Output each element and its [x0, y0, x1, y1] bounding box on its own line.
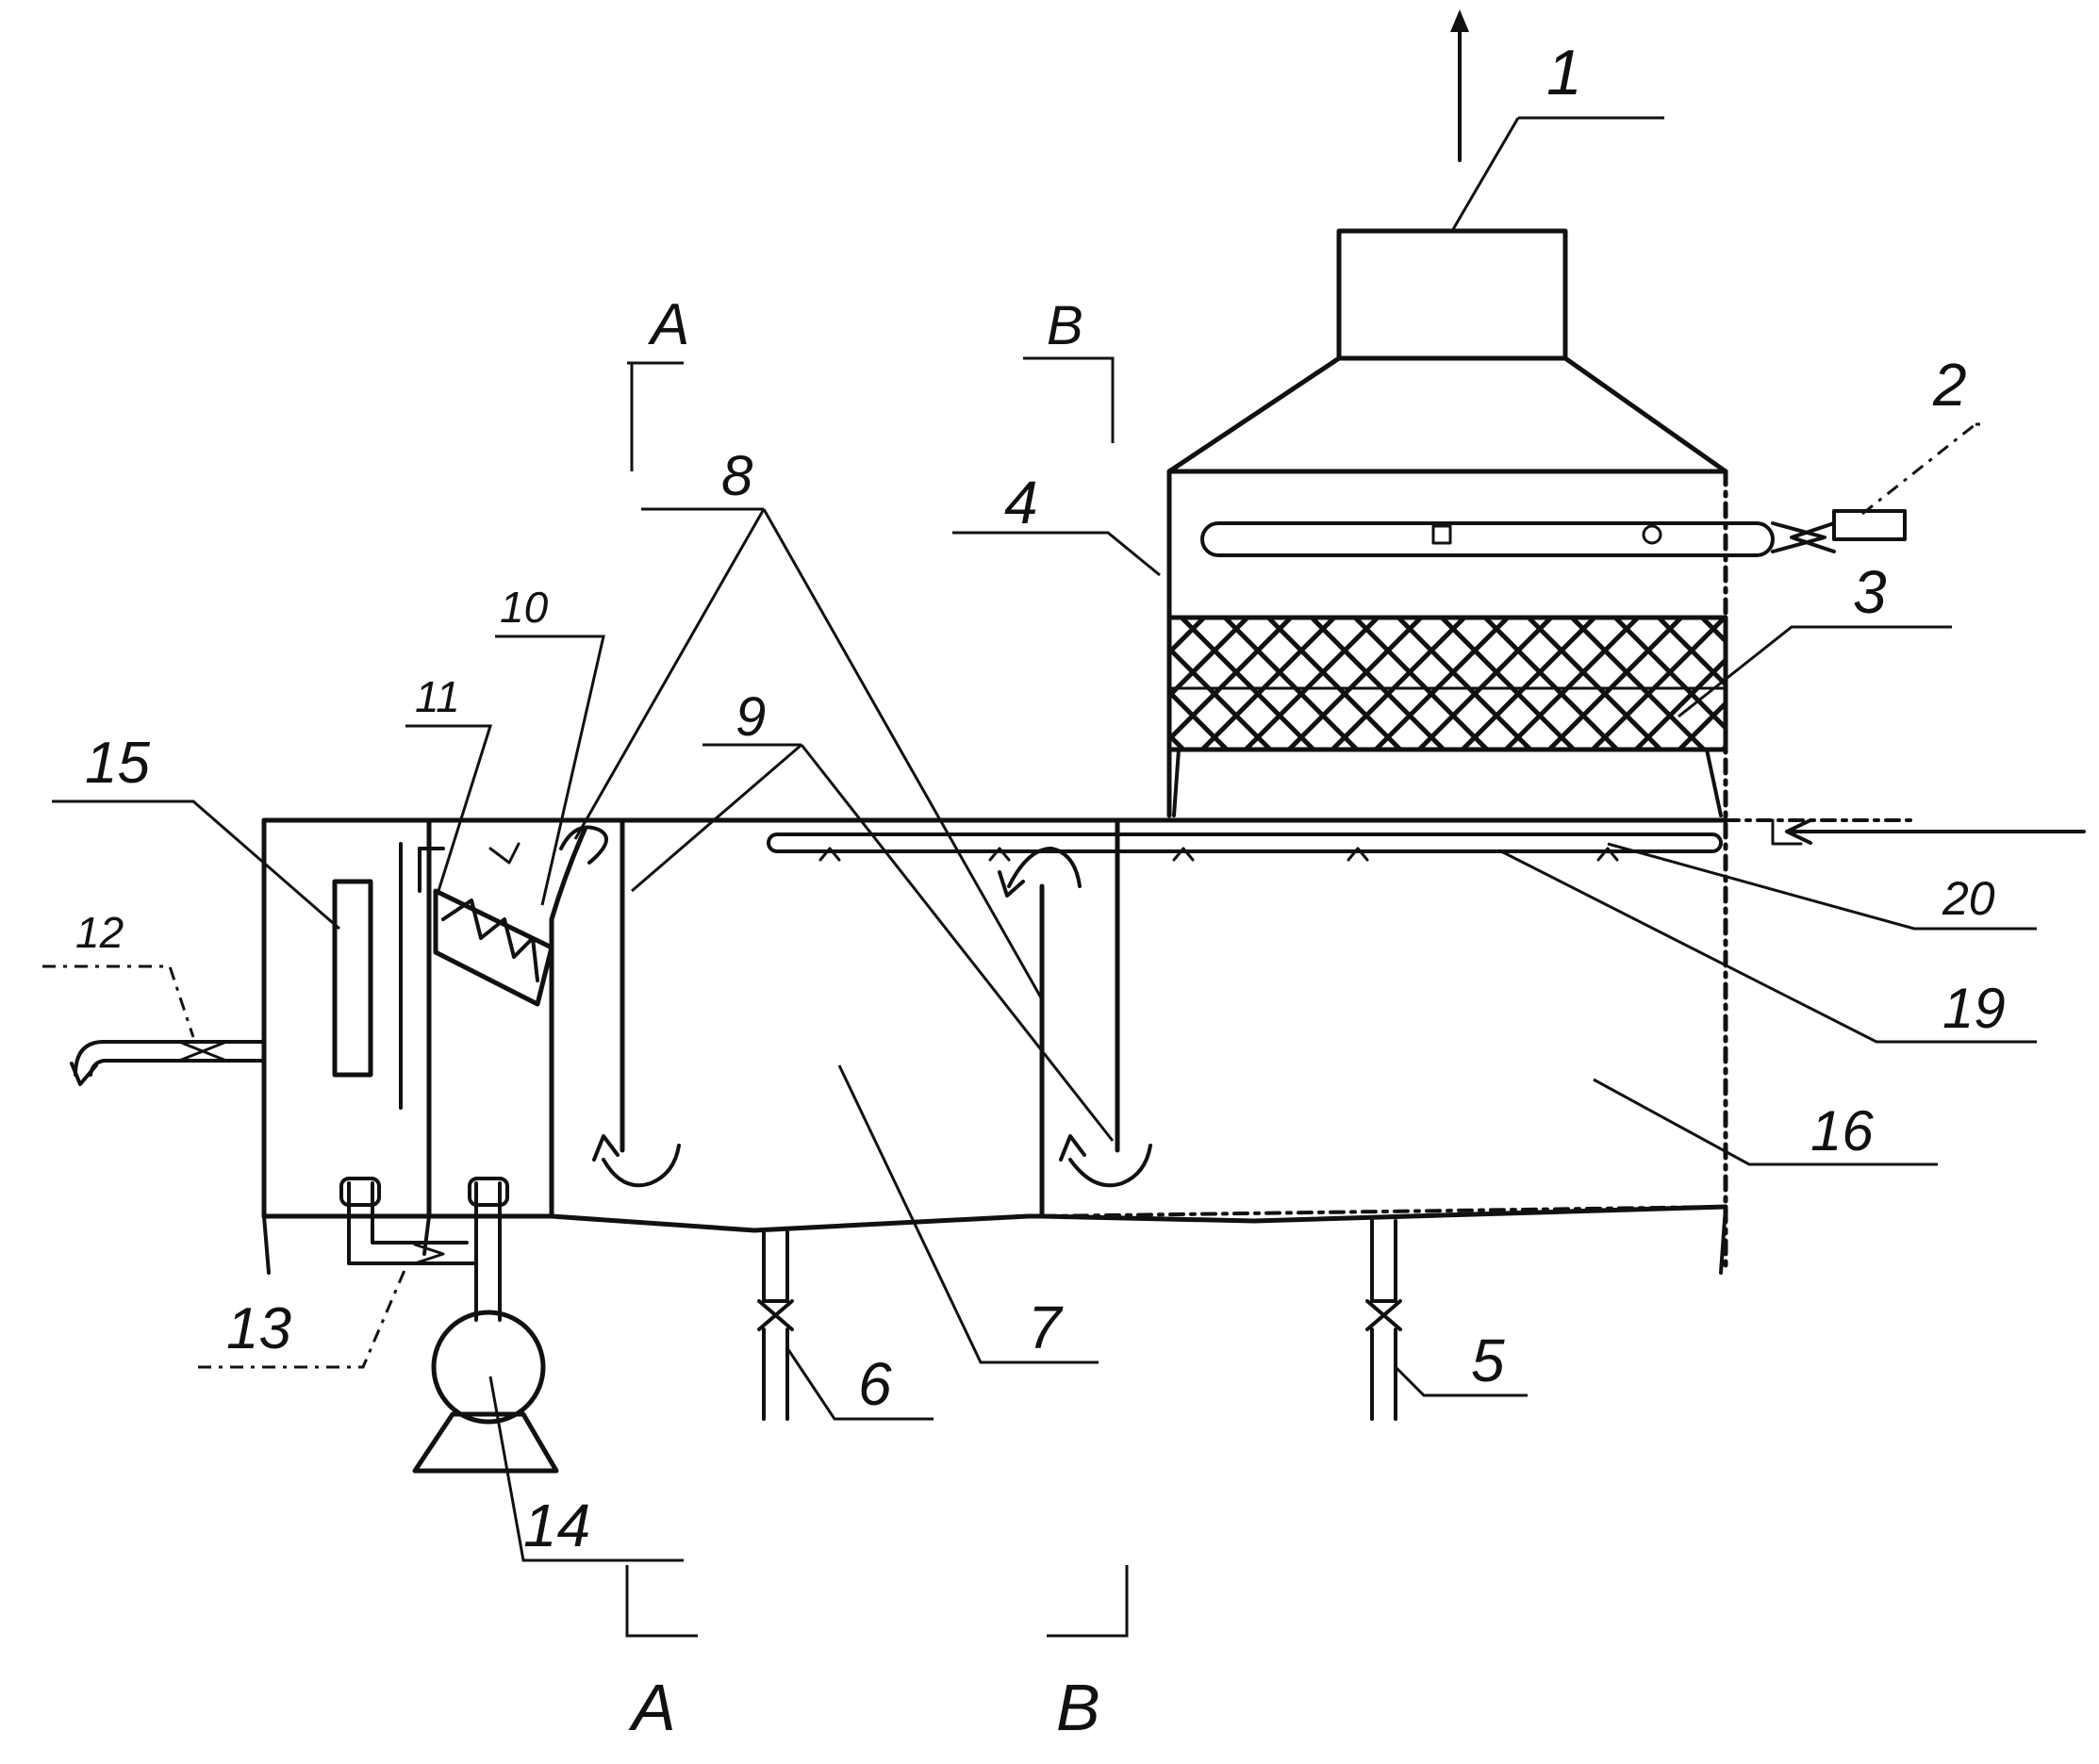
circulation-pipe-13	[339, 1177, 509, 1322]
flow-arrows	[488, 825, 1152, 1188]
label-9: 9	[735, 686, 766, 748]
label-15: 15	[85, 731, 150, 796]
label-16: 16	[1810, 1099, 1874, 1162]
tank-bottom	[549, 1204, 1728, 1275]
screw-conveyor	[418, 847, 554, 1007]
label-6: 6	[858, 1350, 892, 1418]
label-2: 2	[1932, 351, 1967, 419]
clean-water-box	[261, 817, 554, 1275]
part-number-labels: 1 2 3 4 5 6 7 8 9 10 11 12 13 14 15 16 1…	[75, 37, 2006, 1559]
chamber-mid-wall	[1039, 817, 1120, 1219]
label-4: 4	[1004, 469, 1038, 536]
section-a-top-label: A	[647, 292, 689, 357]
filter-element-15	[332, 879, 373, 1078]
section-b-bottom-label: B	[1056, 1671, 1100, 1744]
label-7: 7	[1028, 1294, 1064, 1361]
gas-inlet-arrow	[1771, 818, 2086, 846]
section-labels: A B A B	[628, 292, 1100, 1744]
tower-shell	[1166, 469, 1728, 1276]
leader-lines	[42, 116, 2037, 1562]
spray-pipe	[1200, 509, 1907, 557]
exhaust-outlet	[1450, 9, 1469, 162]
label-1: 1	[1546, 37, 1582, 108]
discharge-pipe-12	[70, 1040, 266, 1086]
label-11: 11	[415, 672, 460, 721]
section-a-markers	[625, 361, 698, 1638]
section-b-markers	[1023, 356, 1129, 1638]
label-12: 12	[75, 908, 124, 957]
label-5: 5	[1471, 1327, 1505, 1394]
drain-valve-5	[1365, 1219, 1402, 1421]
label-20: 20	[1942, 872, 1995, 925]
packing-layer	[1166, 615, 1728, 817]
chamber-left-wall	[549, 817, 625, 1219]
drain-valve-6	[757, 1228, 794, 1421]
label-14: 14	[523, 1492, 590, 1559]
section-b-top-label: B	[1047, 295, 1083, 356]
label-8: 8	[721, 444, 753, 507]
spray-header-19	[767, 833, 1723, 862]
label-3: 3	[1853, 558, 1887, 626]
label-10: 10	[500, 583, 549, 632]
section-a-bottom-label: A	[628, 1671, 676, 1744]
outlet-chimney	[1336, 228, 1568, 361]
label-13: 13	[226, 1296, 291, 1361]
label-19: 19	[1942, 977, 2006, 1040]
tower-hood	[1166, 355, 1728, 474]
pump-14	[412, 1310, 559, 1474]
